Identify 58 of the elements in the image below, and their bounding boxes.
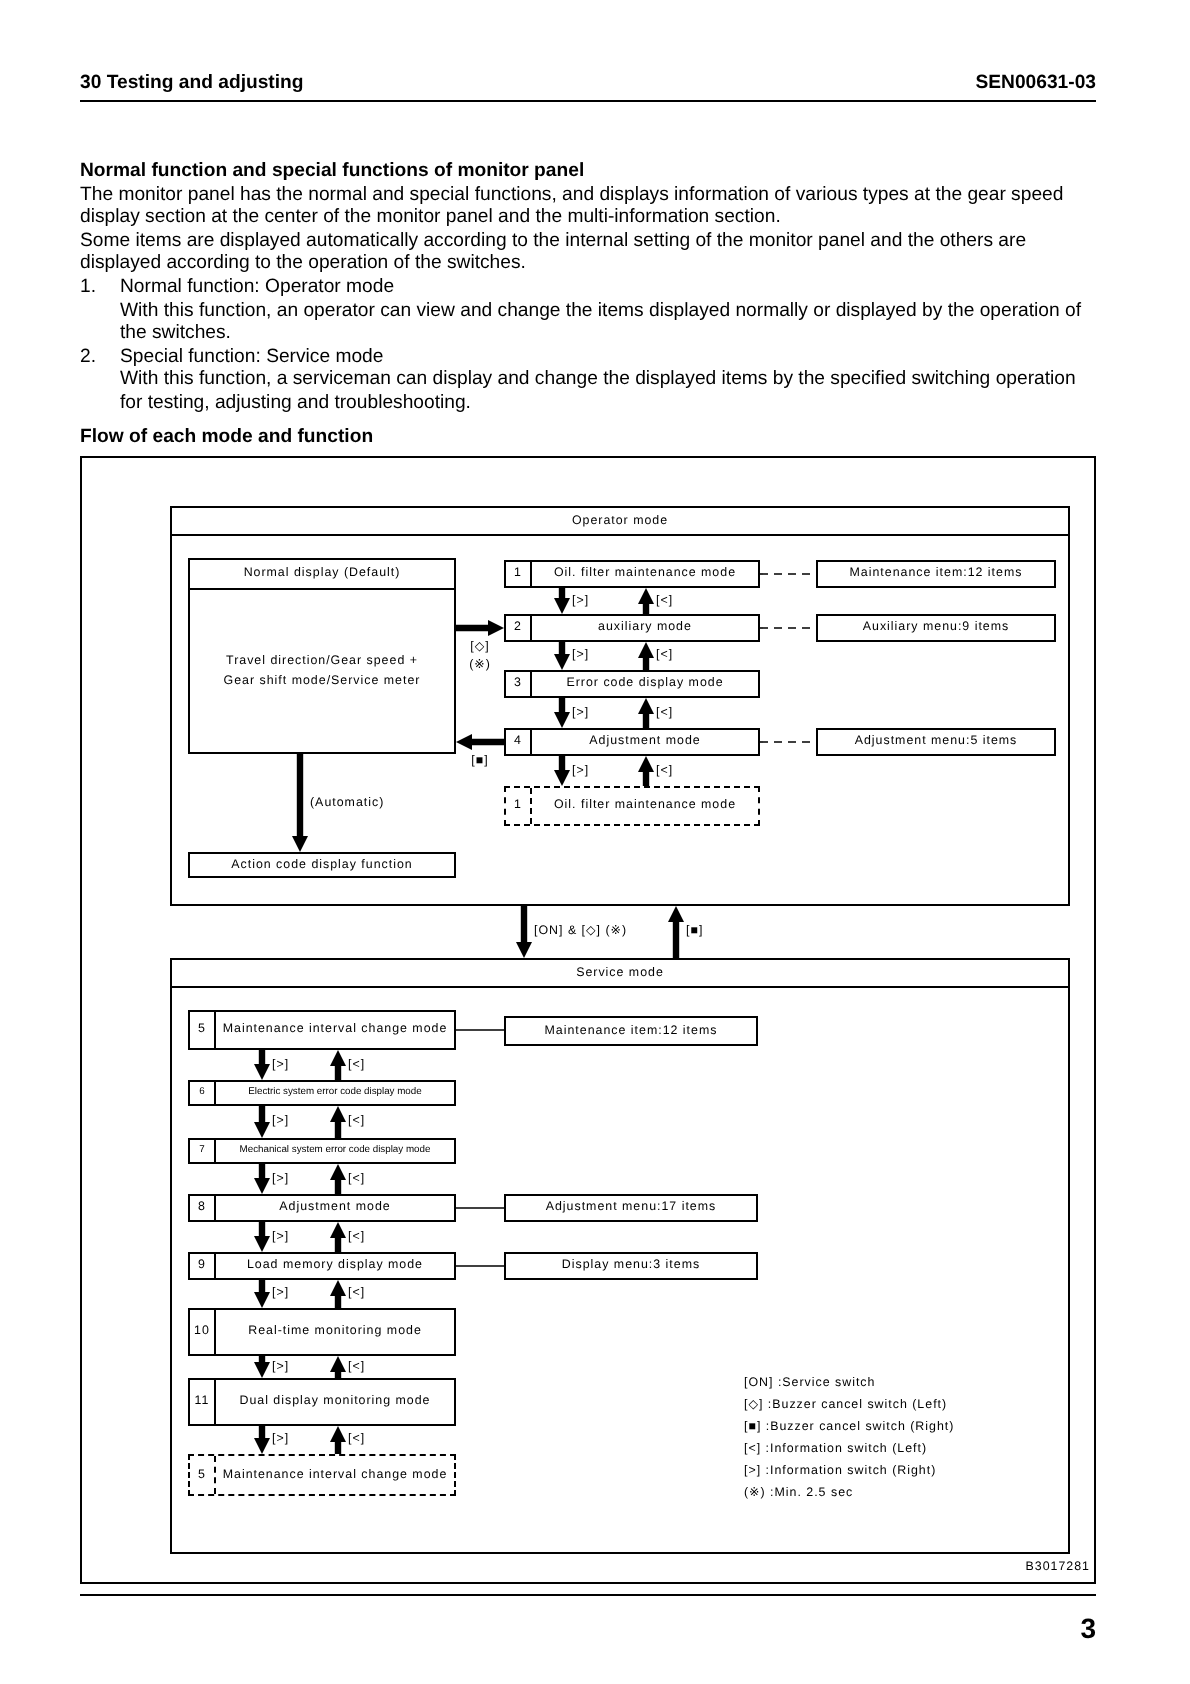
arrow: [516, 906, 532, 958]
list-number: 2.: [80, 345, 99, 372]
connector-line: [455, 1029, 505, 1031]
section-title: Normal function and special functions of monitor panel: [80, 160, 587, 184]
list-text: With this function, an operator can view and change the items displayed normally or displayed by the operation of the switches.: [120, 299, 1083, 346]
mode-panel: [170, 958, 1070, 1554]
arrow: [254, 1426, 270, 1454]
connector-line: [455, 1265, 505, 1267]
list-text: Special function: Service mode: [120, 345, 386, 369]
arrow: [254, 1356, 270, 1378]
list-text: Normal function: Operator mode: [120, 275, 397, 300]
mode-box: [188, 1010, 456, 1050]
mode-box: [188, 1080, 456, 1106]
mode-box: [504, 560, 760, 588]
display-box: [188, 558, 456, 754]
mode-box: [188, 1194, 456, 1222]
arrow: [456, 734, 504, 750]
header-text: 30 Testing and adjusting: [80, 72, 304, 94]
mode-box: [504, 614, 760, 642]
list-text: With this function, a serviceman can display and change the displayed items by the specified switching operation for testing, adjusting and troubleshooting.: [120, 368, 1078, 416]
mode-box: [188, 1252, 456, 1280]
arrow: [254, 1106, 270, 1138]
list-number: 1.: [80, 275, 99, 302]
arrow: [638, 756, 654, 786]
mode-box: [188, 1454, 456, 1496]
arrow: [638, 588, 654, 614]
header-text: SEN00631-03: [973, 72, 1096, 94]
section-heading: Flow of each mode and function: [80, 425, 376, 449]
arrow: [330, 1106, 346, 1138]
arrow: [638, 642, 654, 670]
mode-box: [188, 1138, 456, 1164]
arrow: [668, 906, 684, 958]
arrow: [254, 1164, 270, 1194]
arrow: [554, 642, 570, 670]
body-text: The monitor panel has the normal and special functions, and displays information of various types at the gear speed display section at the center of the monitor panel and the multi-information section.: [80, 183, 1066, 230]
arrow: [254, 1280, 270, 1308]
arrow: [292, 754, 308, 852]
arrow: [330, 1222, 346, 1252]
page-number: 3: [1078, 1612, 1096, 1644]
arrow: [254, 1050, 270, 1080]
arrow: [554, 698, 570, 728]
arrow: [330, 1356, 346, 1378]
arrow: [330, 1050, 346, 1080]
mode-box: [504, 728, 760, 756]
arrow: [254, 1222, 270, 1252]
connector-line: [455, 1207, 505, 1209]
arrow: [456, 620, 504, 636]
arrow: [554, 756, 570, 786]
mode-box: [188, 1378, 456, 1426]
body-text: Some items are displayed automatically according to the internal setting of the monitor panel and the others are displayed according to the operation of the switches.: [80, 229, 1029, 276]
arrow: [330, 1280, 346, 1308]
arrow: [330, 1164, 346, 1194]
arrow: [330, 1426, 346, 1454]
arrow: [638, 698, 654, 728]
mode-box: [504, 670, 760, 698]
mode-box: [504, 786, 760, 826]
mode-box: [188, 1308, 456, 1356]
arrow: [554, 588, 570, 614]
